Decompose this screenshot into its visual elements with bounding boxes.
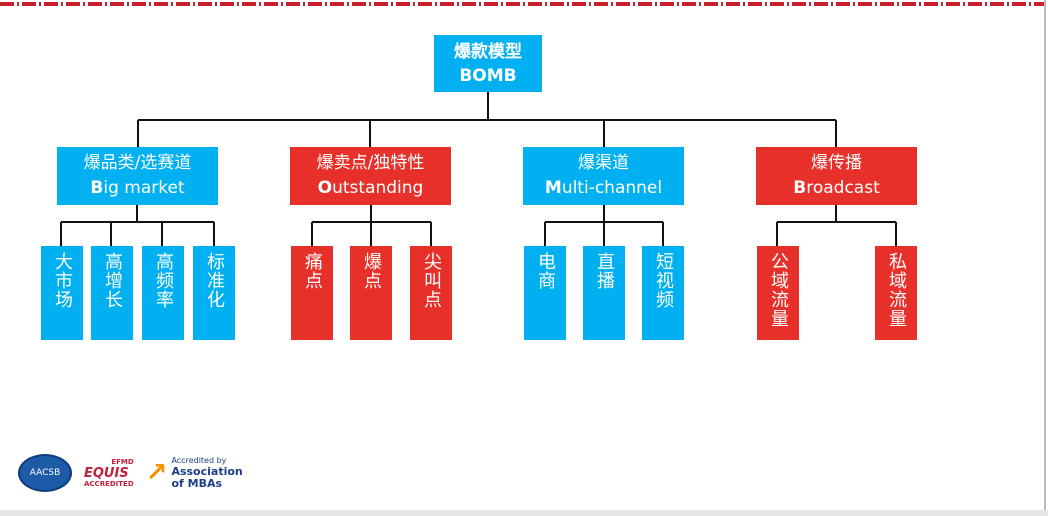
arrow-icon: ↗ — [145, 458, 168, 488]
leaf-node: 标准化 — [193, 246, 235, 340]
connector-root — [137, 92, 837, 147]
leaf-node: 高增长 — [91, 246, 133, 340]
branch-cn: 爆渠道 — [578, 153, 629, 173]
leaf-node: 爆点 — [350, 246, 392, 340]
connector-branch-4 — [776, 205, 897, 246]
branch-en: Outstanding — [317, 178, 424, 198]
connector-branch-2 — [311, 205, 432, 246]
branch-outstanding: 爆卖点/独特性 Outstanding — [290, 147, 451, 205]
root-cn: 爆款模型 — [454, 41, 522, 62]
accreditation-logos: AACSB EFMD EQUIS ACCREDITED ↗ Accredited… — [18, 454, 243, 492]
leaf-node: 电商 — [524, 246, 566, 340]
branch-cn: 爆传播 — [811, 153, 862, 173]
bottom-strip — [0, 510, 1048, 516]
top-dashed-border — [0, 2, 1044, 6]
root-en: BOMB — [459, 65, 517, 86]
branch-cn: 爆品类/选赛道 — [83, 153, 192, 173]
branch-broadcast: 爆传播 Broadcast — [756, 147, 917, 205]
branch-en: Big market — [90, 178, 185, 198]
right-border — [1044, 0, 1046, 510]
leaf-node: 大市场 — [41, 246, 83, 340]
connector-branch-3 — [544, 205, 664, 246]
root-node: 爆款模型 BOMB — [434, 35, 542, 92]
aacsb-logo: AACSB — [18, 454, 72, 492]
leaf-node: 高频率 — [142, 246, 184, 340]
branch-multi-channel: 爆渠道 Multi-channel — [523, 147, 684, 205]
equis-logo: EFMD EQUIS ACCREDITED — [84, 457, 134, 488]
branch-en: Broadcast — [793, 178, 880, 198]
leaf-node: 私域流量 — [875, 246, 917, 340]
leaf-node: 尖叫点 — [410, 246, 452, 340]
amba-logo: ↗ Accredited by Association of MBAs — [145, 456, 243, 490]
branch-en: Multi-channel — [544, 178, 663, 198]
connector-branch-1 — [60, 205, 215, 246]
branch-big-market: 爆品类/选赛道 Big market — [57, 147, 218, 205]
leaf-node: 直播 — [583, 246, 625, 340]
leaf-node: 短视频 — [642, 246, 684, 340]
leaf-node: 痛点 — [291, 246, 333, 340]
branch-cn: 爆卖点/独特性 — [316, 153, 425, 173]
leaf-node: 公域流量 — [757, 246, 799, 340]
